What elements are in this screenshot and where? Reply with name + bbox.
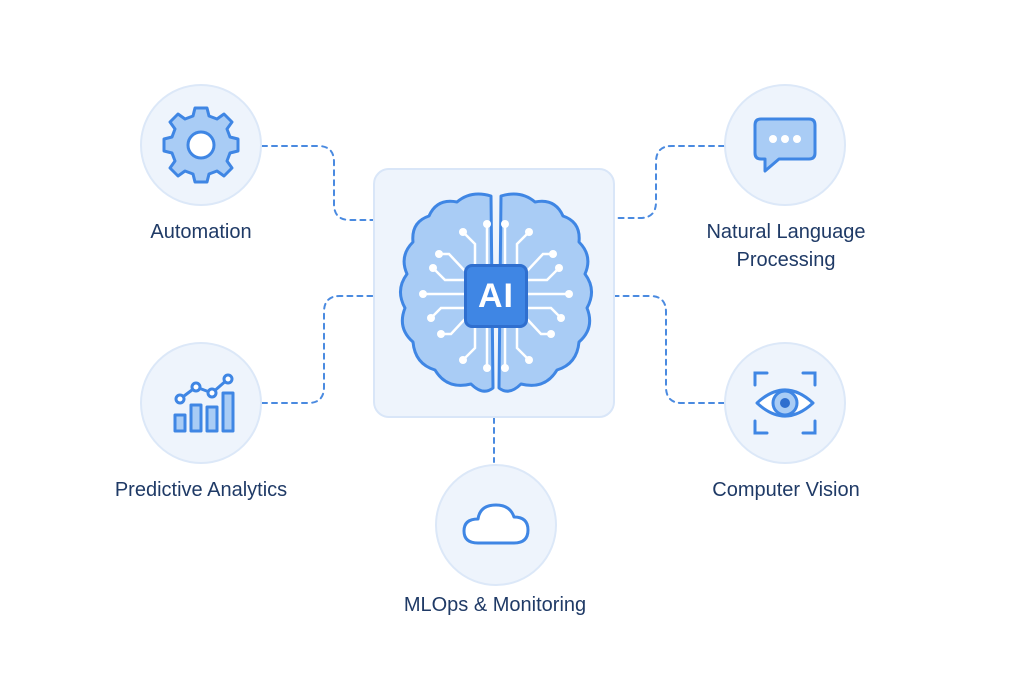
bar-chart-icon	[173, 373, 235, 433]
connector-vision	[614, 295, 725, 404]
ai-chip-label: AI	[464, 264, 528, 328]
brain-icon	[399, 192, 593, 393]
nlp-node	[724, 84, 846, 206]
automation-label: Automation	[150, 221, 252, 243]
ai-brain-card: AI	[373, 168, 615, 418]
gear-icon	[162, 106, 240, 184]
connector-automation	[261, 145, 374, 221]
automation-node	[140, 84, 262, 206]
nlp-label: Natural Language Processing	[680, 218, 892, 274]
eye-scan-icon	[753, 371, 817, 435]
computer-vision-label: Computer Vision	[712, 479, 860, 501]
connector-predictive	[261, 295, 374, 404]
chat-bubble-icon	[753, 117, 817, 173]
nlp-label-line1: Natural Language	[706, 221, 866, 243]
computer-vision-node	[724, 342, 846, 464]
predictive-analytics-node	[140, 342, 262, 464]
predictive-analytics-label: Predictive Analytics	[114, 479, 288, 501]
cloud-icon	[462, 503, 530, 545]
connector-nlp	[614, 145, 725, 219]
nlp-label-line2: Processing	[736, 249, 836, 271]
mlops-label: MLOps & Monitoring	[403, 594, 587, 616]
mlops-node	[435, 464, 557, 586]
